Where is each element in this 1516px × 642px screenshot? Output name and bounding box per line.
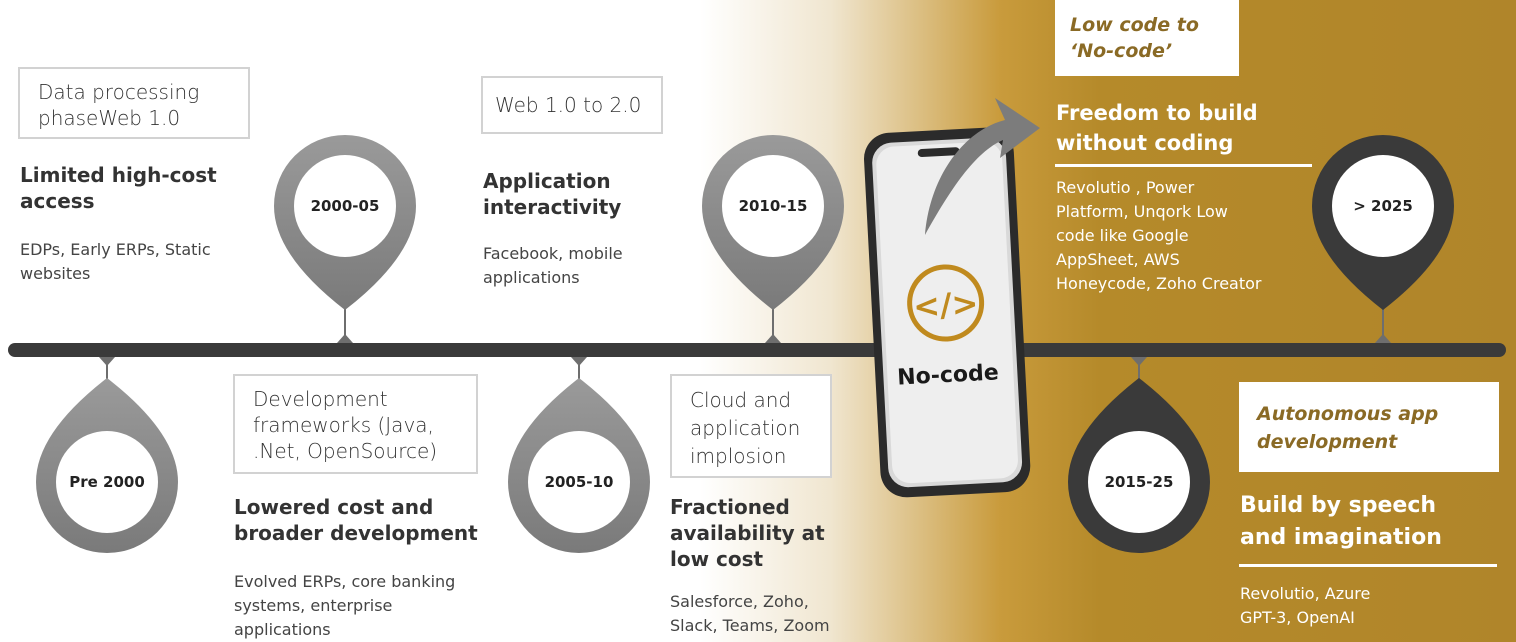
milestone-box-2015-25: Low code to ‘No-code’	[1055, 0, 1239, 76]
year-label-2000-05: 2000-05	[310, 197, 380, 215]
milestone-box-2010-15: Cloud and application implosion	[670, 374, 832, 478]
year-label-pre-2000: Pre 2000	[69, 473, 145, 491]
pin-2005-10	[508, 378, 650, 554]
year-label-2010-15: 2010-15	[738, 197, 808, 215]
divider-after-2025	[1239, 564, 1497, 567]
pin-2000-05	[273, 134, 416, 310]
milestone-heading-2010-15: Fractioned availability at low cost	[670, 495, 825, 571]
milestone-description-2015-25: Revolutio , Power Platform, Unqork Low c…	[1056, 178, 1262, 293]
milestone-heading-2015-25: Freedom to build without coding	[1056, 101, 1258, 155]
pin-2015-25	[1068, 378, 1210, 553]
milestone-heading-pre-2000: Limited high-cost access	[20, 163, 217, 213]
connectors	[106, 300, 1384, 385]
milestone-description-after-2025: Revolutio, Azure GPT-3, OpenAI	[1240, 584, 1371, 627]
year-label-2015-25: 2015-25	[1104, 473, 1174, 491]
connector-arrows	[99, 334, 1391, 366]
milestone-heading-after-2025: Build by speech and imagination	[1240, 493, 1442, 550]
milestone-description-2000-05: Evolved ERPs, core banking systems, ente…	[234, 572, 456, 639]
timeline-bar	[8, 343, 1506, 357]
milestone-description-2005-10: Facebook, mobile applications	[483, 244, 623, 287]
pin-pre-2000	[36, 378, 178, 553]
milestone-description-2010-15: Salesforce, Zoho, Slack, Teams, Zoom	[670, 592, 830, 635]
milestone-heading-2000-05: Lowered cost and broader development	[234, 495, 478, 545]
svg-text:</>: </>	[912, 284, 979, 325]
year-label-after-2025: > 2025	[1353, 197, 1413, 215]
milestone-heading-2005-10: Application interactivity	[483, 169, 622, 219]
phone-illustration: </>	[864, 98, 1040, 498]
growth-arrow	[925, 98, 1040, 235]
milestone-box-pre-2000: Data processing phaseWeb 1.0	[18, 67, 250, 139]
milestone-box-2005-10: Web 1.0 to 2.0	[481, 76, 663, 134]
pin-after-2025	[1312, 135, 1454, 310]
milestone-description-pre-2000: EDPs, Early ERPs, Static websites	[20, 240, 211, 283]
milestone-box-2000-05: Development frameworks (Java, .Net, Open…	[233, 374, 478, 474]
year-label-2005-10: 2005-10	[544, 473, 614, 491]
pin-2010-15	[702, 135, 844, 310]
milestone-box-after-2025: Autonomous app development	[1239, 382, 1499, 472]
code-icon	[907, 264, 985, 342]
divider-2015-25	[1055, 164, 1312, 167]
